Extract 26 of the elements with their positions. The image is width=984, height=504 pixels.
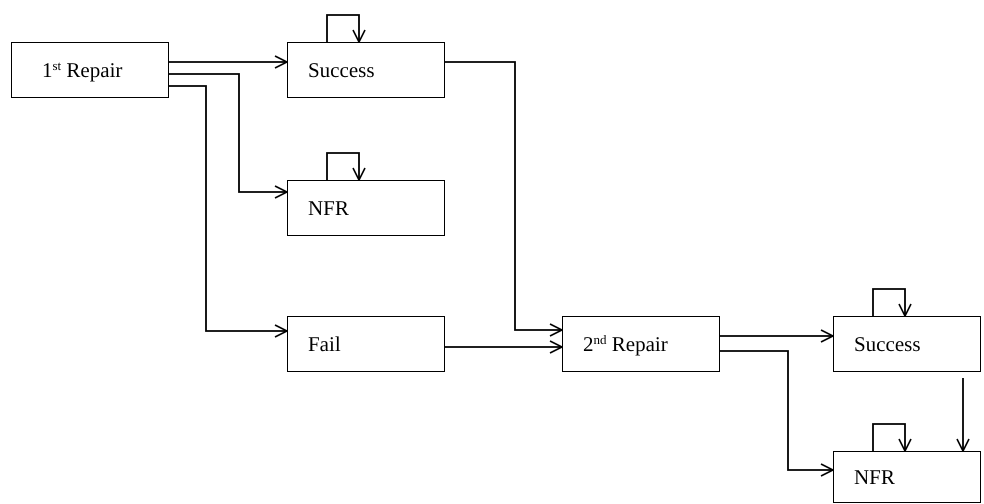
box-label: Success — [854, 334, 920, 354]
arrow — [326, 152, 366, 181]
arrow — [872, 288, 912, 317]
arrow — [956, 378, 970, 452]
arrow — [169, 85, 288, 338]
arrow — [169, 73, 288, 199]
arrow — [326, 14, 366, 43]
process-box — [11, 42, 169, 98]
box-label: NFR — [854, 466, 895, 488]
arrow — [872, 423, 912, 452]
arrow — [720, 350, 834, 477]
process-box — [287, 180, 445, 236]
process-box — [287, 316, 445, 372]
box-label: Fail — [308, 334, 341, 354]
arrow — [445, 61, 563, 337]
process-box — [833, 451, 981, 503]
process-box — [833, 316, 981, 372]
process-box — [287, 42, 445, 98]
arrow — [169, 55, 288, 69]
box-label: 2$^{nd}$ Repair — [583, 333, 668, 355]
arrow — [445, 340, 563, 354]
box-label: NFR — [308, 198, 349, 218]
arrow — [720, 329, 834, 343]
box-label: 1$^{st}$ Repair — [42, 59, 122, 81]
process-box — [562, 316, 720, 372]
box-label: Success — [308, 60, 374, 80]
